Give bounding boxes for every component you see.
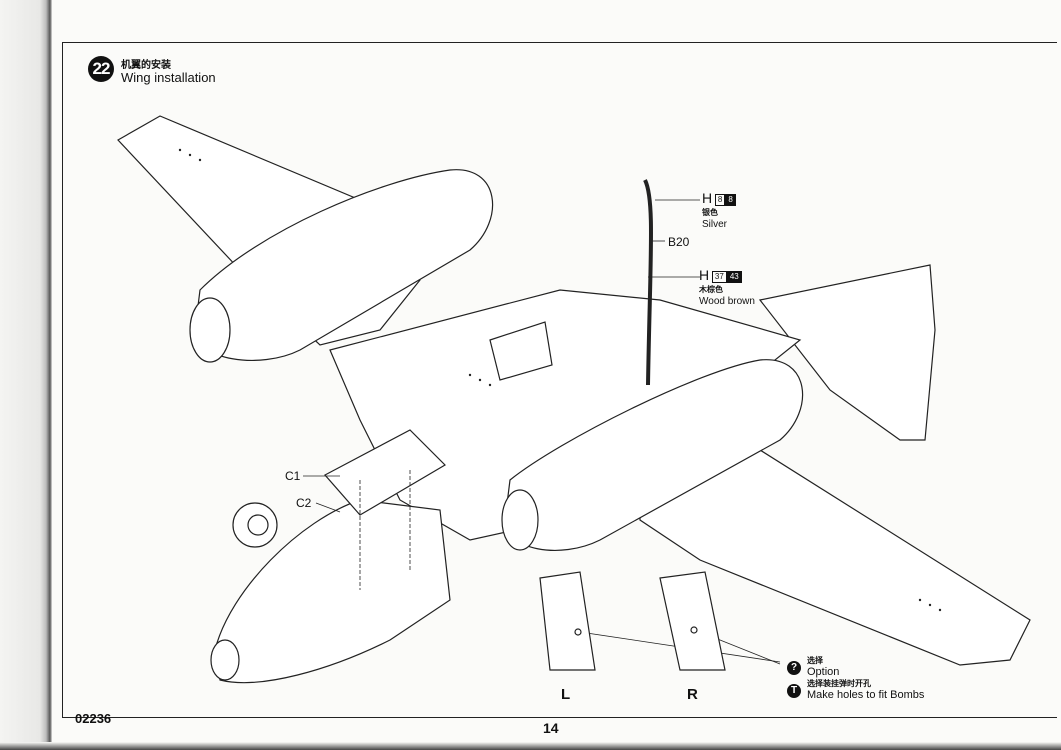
paint-code-alt: 8 [725,194,736,207]
paint-name-cn: 木棕色 [699,285,723,294]
legend-text-cn: 选择装挂弹时开孔 [807,679,871,688]
drill-icon: T [787,684,801,698]
paint-name: Silver [702,219,728,230]
binder-edge [0,0,52,750]
part-label-c1: C1 [285,469,301,483]
cockpit-hatch [489,321,553,381]
step-title-cn: 机翼的安装 [121,60,171,71]
detail-label-left: L [561,686,571,703]
legend-text-cn: 选择 [807,656,823,665]
right-wing [639,419,1031,666]
paint-prefix: H [702,190,713,206]
product-code: 02236 [75,711,112,726]
part-label-b20: B20 [668,235,690,249]
part-label-c2: C2 [296,496,312,510]
scan-shadow [0,742,1061,750]
step-number-badge: 22 [88,56,114,82]
paint-code: 8 [714,194,726,207]
paint-name-cn: 银色 [702,208,718,217]
tail-surface [758,264,936,441]
left-engine-nacelle [194,169,494,361]
paint-code-alt: 43 [726,271,742,284]
part-c1-panel [324,429,446,516]
detail-left-bay [539,571,596,671]
paint-name: Wood brown [699,296,755,307]
right-engine-nacelle [504,359,804,551]
fuselage-nose [214,499,451,684]
detail-label-right: R [687,686,698,703]
step-frame [62,42,1057,718]
legend-text: Make holes to fit Bombs [807,689,925,701]
step-title: Wing installation [121,70,216,85]
page-number: 14 [543,720,559,736]
paint-prefix: H [699,267,710,283]
part-b20-antenna [643,179,654,386]
question-icon: ? [787,661,801,675]
detail-right-bay [659,571,726,671]
legend-text: Option [807,666,840,678]
paint-code: 37 [711,271,727,284]
